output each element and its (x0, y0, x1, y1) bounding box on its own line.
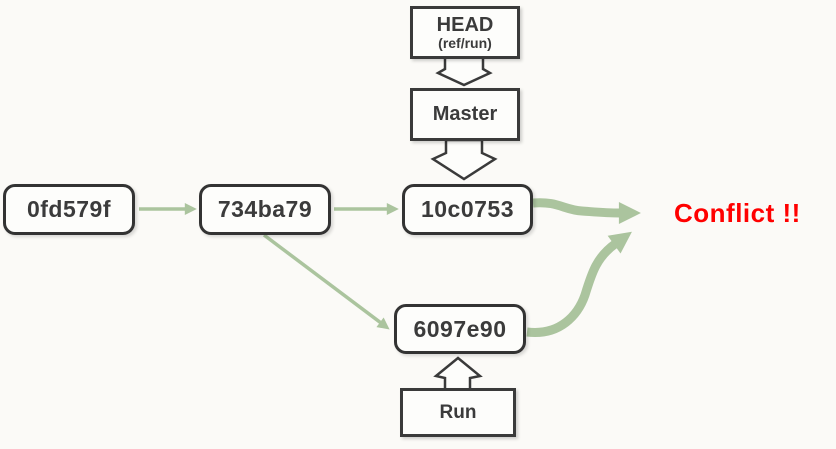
commit-id-label: 0fd579f (26, 196, 112, 222)
commit-id-label: 10c0753 (420, 196, 515, 222)
master-branch-label: Master (432, 103, 498, 125)
head-ref-subtitle: (ref/run) (438, 34, 492, 51)
commit-node-10c0753: 10c0753 (402, 184, 533, 235)
master-branch-box: Master (410, 88, 520, 141)
commit-id-label: 734ba79 (217, 196, 313, 222)
head-ref-title: HEAD (436, 13, 494, 36)
commit-node-0fd579f: 0fd579f (3, 184, 135, 235)
conflict-text: Conflict !! (674, 198, 801, 228)
commit-node-734ba79: 734ba79 (199, 184, 331, 235)
edge-10c0753-to-conflict (532, 198, 641, 224)
block-arrow-run-to-6097e90 (433, 356, 483, 392)
block-arrow-master-to-10c0753 (430, 138, 498, 181)
head-ref-box: HEAD (ref/run) (410, 6, 520, 59)
block-arrow-head-to-master (435, 55, 493, 87)
run-branch-box: Run (400, 388, 516, 437)
edge-734ba79-to-6097e90 (262, 233, 390, 330)
run-branch-label: Run (439, 401, 477, 423)
edge-6097e90-to-conflict (526, 231, 632, 337)
commit-id-label: 6097e90 (413, 315, 507, 342)
commit-node-6097e90: 6097e90 (394, 304, 526, 354)
